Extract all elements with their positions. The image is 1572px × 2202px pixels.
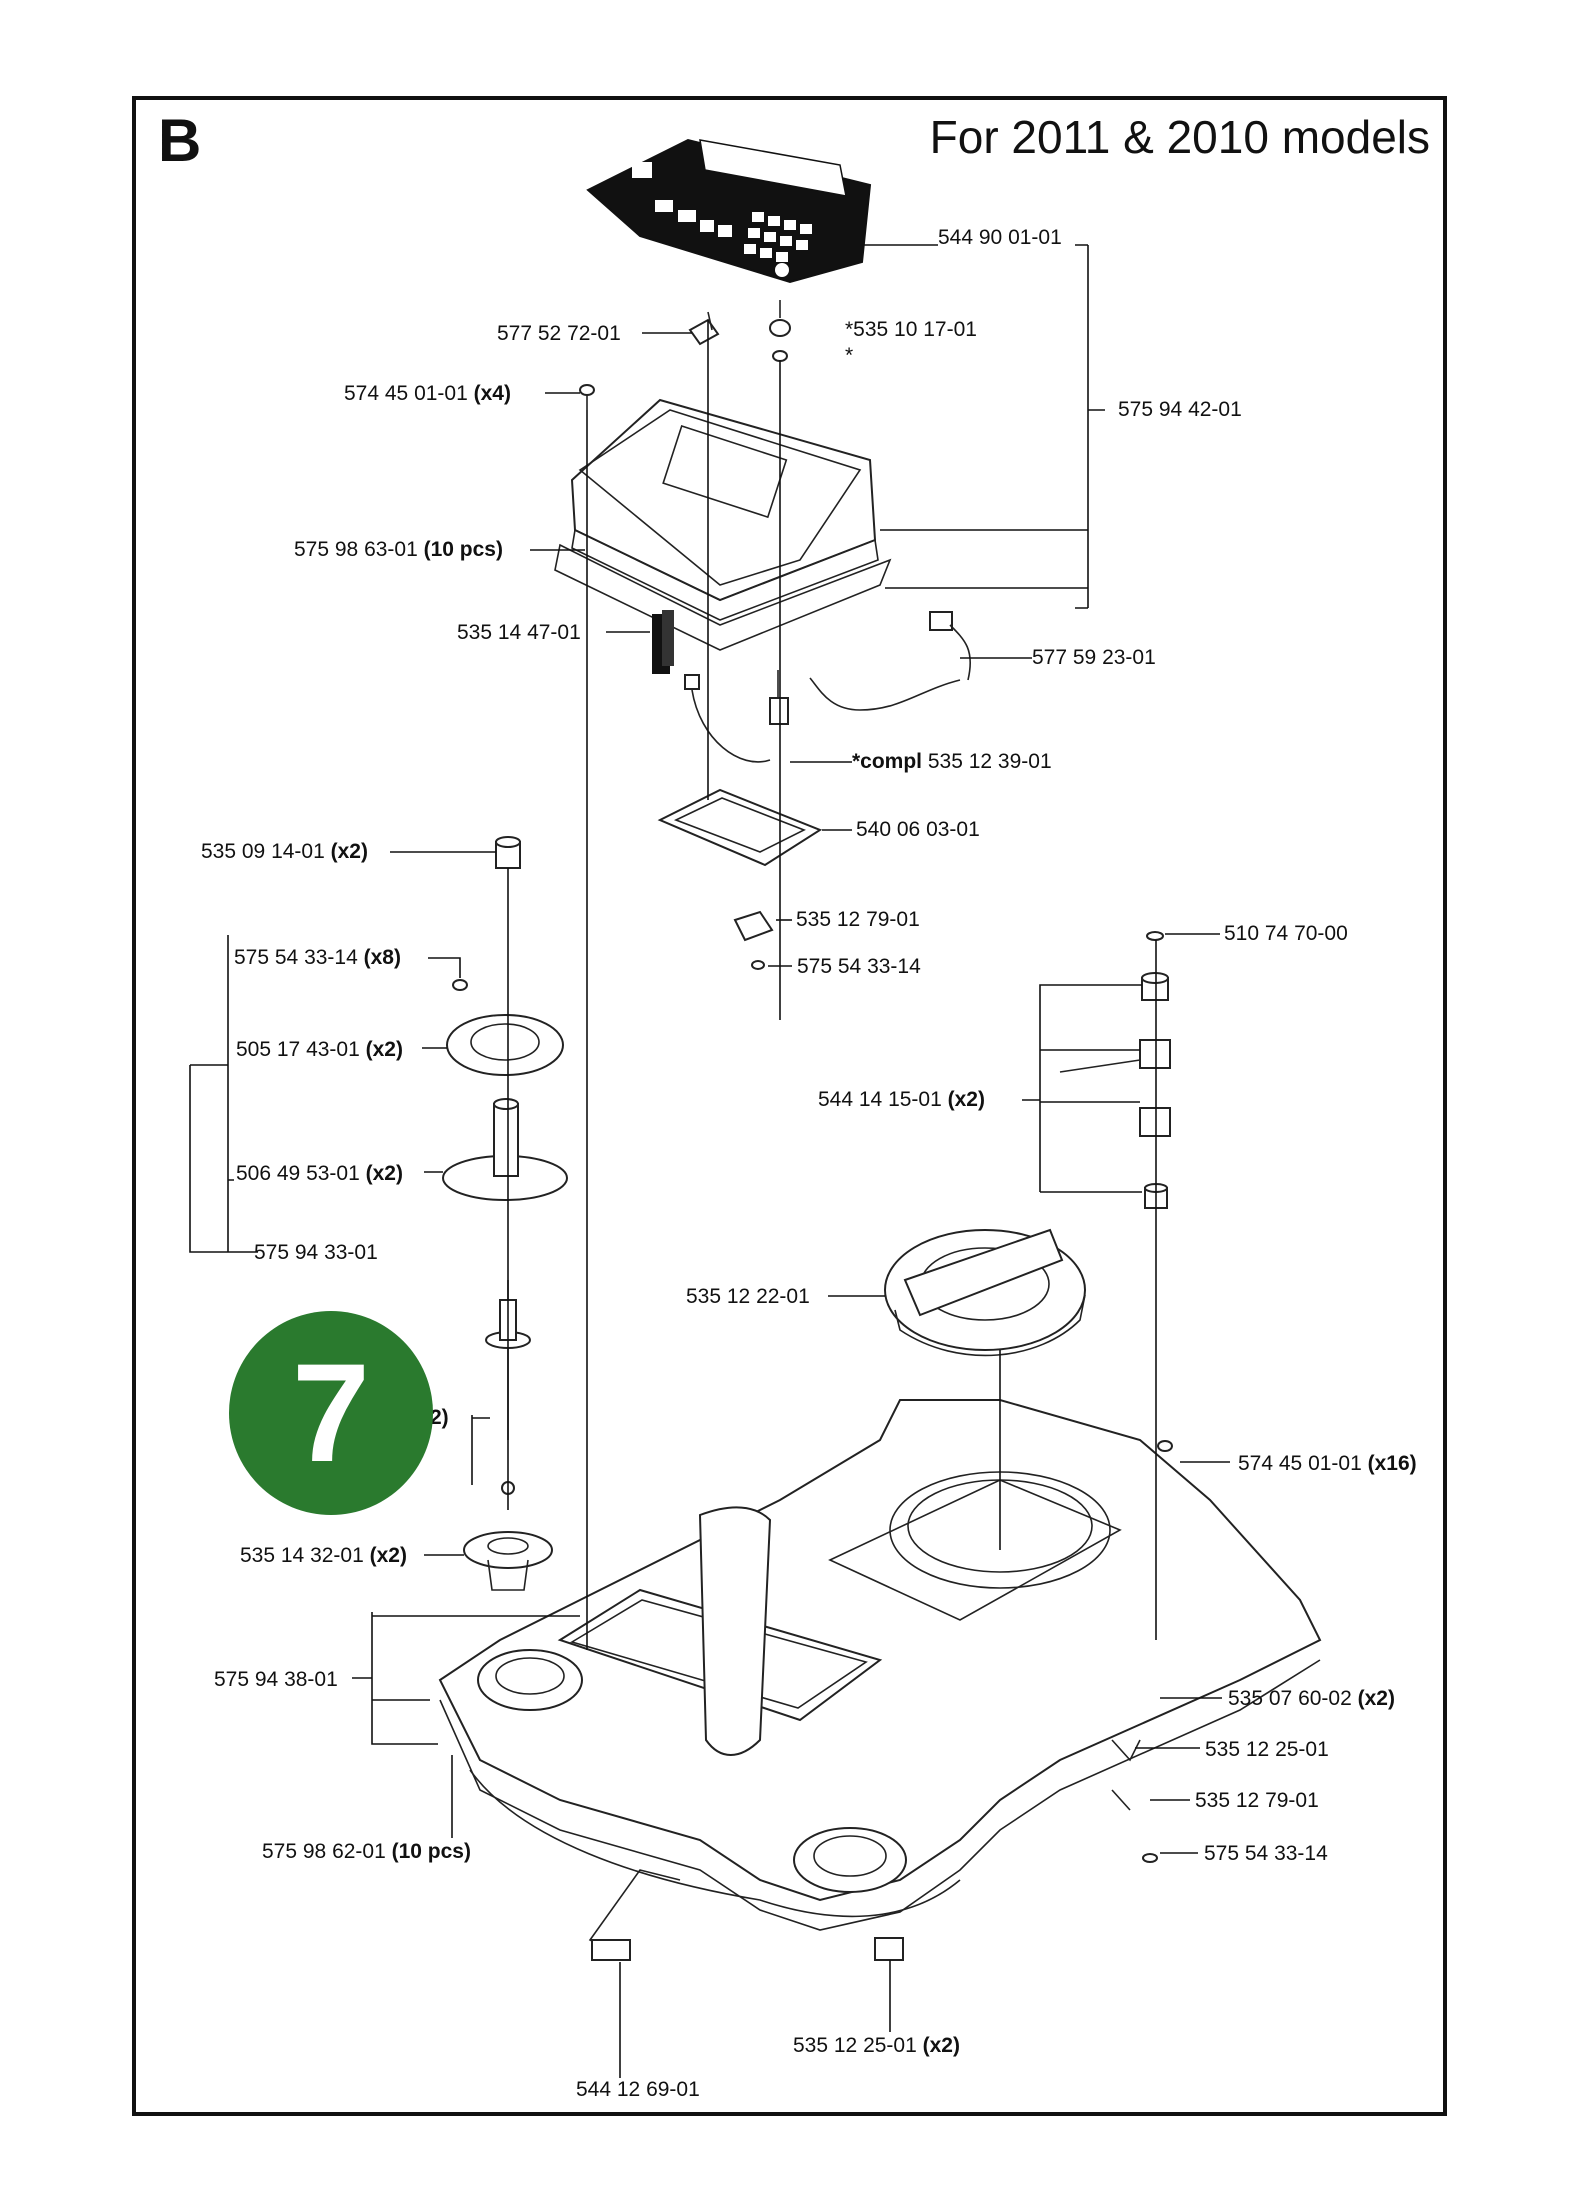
hinge-part	[1059, 972, 1171, 1209]
circuit-board-part	[657, 788, 823, 867]
part-label: 544 90 01-01	[938, 226, 1062, 249]
part-label: 575 54 33-14	[797, 955, 921, 978]
leader-lines	[189, 244, 1230, 2078]
page-number: 7	[292, 1334, 370, 1491]
spacer-part	[495, 836, 521, 869]
part-label: *535 10 17-01	[845, 318, 977, 341]
part-label: 535 12 79-01	[796, 908, 920, 931]
part-label: 544 12 69-01	[576, 2078, 700, 2101]
wire-harness-part	[684, 611, 972, 763]
part-label: 574 45 01-01 (x16)	[1238, 1452, 1417, 1475]
part-label: 506 49 53-01 (x2)	[236, 1162, 403, 1185]
page-number-badge: 7	[229, 1311, 433, 1515]
screw-part	[751, 960, 765, 970]
knob-part	[769, 300, 791, 362]
chassis-body-part	[438, 1399, 1322, 1961]
part-label: 575 94 33-01	[254, 1241, 378, 1264]
bushing-part	[442, 1098, 568, 1201]
bearing-plate-part	[446, 1014, 564, 1076]
part-label: 575 54 33-14	[1204, 1842, 1328, 1865]
part-label: 535 07 60-02 (x2)	[1228, 1687, 1395, 1710]
part-label: 544 14 15-01 (x2)	[818, 1088, 985, 1111]
keypad-membrane-part	[586, 138, 872, 284]
part-label: 575 94 38-01	[214, 1668, 338, 1691]
grommet-part	[463, 1531, 553, 1591]
part-label: 510 74 70-00	[1224, 922, 1348, 945]
connector-block-part	[652, 610, 674, 674]
part-label: 535 14 32-01 (x2)	[240, 1544, 407, 1567]
part-label: 575 54 33-14 (x8)	[234, 946, 401, 969]
page-frame	[132, 96, 1447, 2116]
part-label: 535 12 25-01 (x2)	[793, 2034, 960, 2057]
clip-part	[688, 311, 720, 346]
part-label: 575 98 62-01 (10 pcs)	[262, 1840, 471, 1863]
cover-lid-part	[884, 1228, 1086, 1357]
part-label: 577 52 72-01	[497, 322, 621, 345]
part-label: 535 14 47-01	[457, 621, 581, 644]
part-label: 575 94 42-01	[1118, 398, 1242, 421]
models-title: For 2011 & 2010 models	[929, 111, 1430, 163]
part-label: 574 45 01-01 (x4)	[344, 382, 511, 405]
part-label: 535 12 22-01	[686, 1285, 810, 1308]
bracket-part	[733, 910, 774, 942]
section-letter: B	[158, 107, 202, 174]
washer-part	[1146, 931, 1164, 941]
part-label: *compl 535 12 39-01	[852, 750, 1052, 773]
screw-part	[452, 979, 468, 991]
screw-part	[579, 384, 595, 410]
part-label: 540 06 03-01	[856, 818, 980, 841]
part-label: *	[845, 344, 853, 367]
part-label: 577 59 23-01	[1032, 646, 1156, 669]
part-label: 2)	[430, 1406, 449, 1429]
part-label: 535 09 14-01 (x2)	[201, 840, 368, 863]
part-label: 535 12 25-01	[1205, 1738, 1329, 1761]
part-label: 505 17 43-01 (x2)	[236, 1038, 403, 1061]
part-label: 575 98 63-01 (10 pcs)	[294, 538, 503, 561]
control-box-cover-part	[554, 398, 892, 651]
part-number-labels: 544 90 01-01 577 52 72-01 *535 10 17-01 …	[201, 226, 1417, 2101]
part-label: 535 12 79-01	[1195, 1789, 1319, 1812]
